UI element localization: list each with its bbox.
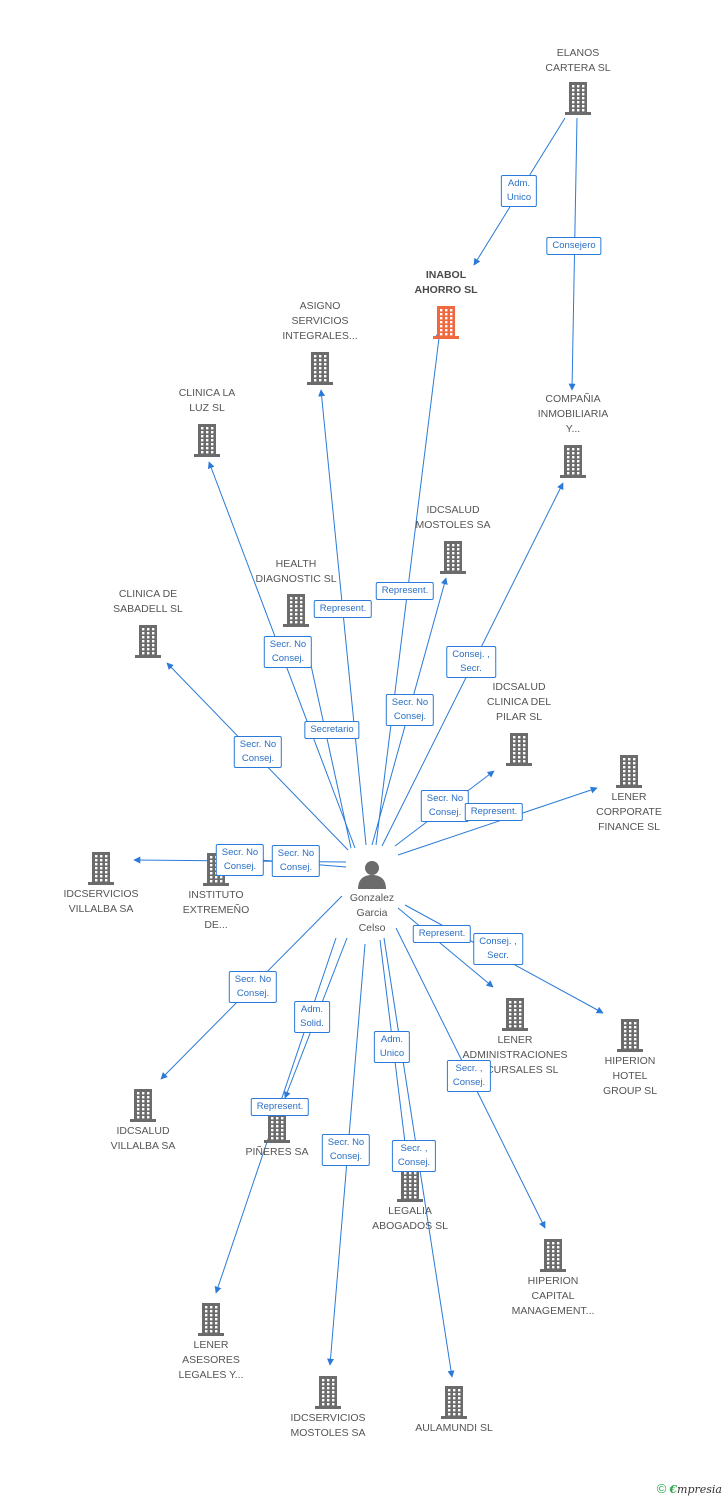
building-icon	[130, 1089, 156, 1122]
company-name: ASIGNO SERVICIOS INTEGRALES...	[282, 300, 358, 342]
building-icon	[565, 82, 591, 115]
relation-label-clinica-luz[interactable]: Secr. No Consej.	[263, 636, 313, 668]
relation-label-lener-corp[interactable]: Represent.	[464, 803, 524, 821]
person-icon	[358, 861, 386, 889]
building-icon	[502, 998, 528, 1031]
building-icon	[540, 1239, 566, 1272]
company-node-hiperion-hotel[interactable]: HIPERION HOTEL GROUP SL	[570, 1018, 690, 1099]
company-name: IDCSALUD VILLALBA SA	[110, 1125, 176, 1152]
company-name: HIPERION HOTEL GROUP SL	[602, 1055, 658, 1097]
relation-label-compania[interactable]: Consejero	[546, 237, 602, 255]
company-name: LEGALIA ABOGADOS SL	[372, 1205, 448, 1232]
relation-label-aulamundi[interactable]: Secr. , Consej.	[391, 1140, 437, 1172]
building-icon	[283, 594, 309, 627]
building-icon	[307, 352, 333, 385]
company-name: INABOL AHORRO SL	[414, 269, 478, 296]
company-node-lener-corp[interactable]: LENER CORPORATE FINANCE SL	[569, 754, 689, 835]
relation-label-inabol[interactable]: Represent.	[375, 582, 435, 600]
building-icon	[506, 733, 532, 766]
relation-label-hiperion-hotel[interactable]: Consej. , Secr.	[473, 933, 523, 965]
building-icon	[441, 1386, 467, 1419]
company-name: LENER ASESORES LEGALES Y...	[178, 1339, 244, 1381]
company-name: IDCSERVICIOS VILLALBA SA	[63, 888, 139, 915]
relation-label-hiperion-cap[interactable]: Secr. , Consej.	[446, 1060, 492, 1092]
relation-label-instituto[interactable]: Secr. No Consej.	[271, 845, 321, 877]
edge-person-to-lener-corp	[397, 786, 598, 856]
company-node-idcserv-villalba[interactable]: IDCSERVICIOS VILLALBA SA	[41, 851, 161, 917]
relation-label-health[interactable]: Represent.	[313, 600, 373, 618]
relation-label-pineres[interactable]: Adm. Solid.	[294, 1001, 330, 1033]
building-icon	[616, 755, 642, 788]
company-name: HEALTH DIAGNOSTIC SL	[255, 558, 337, 585]
person-name: Gonzalez Garcia Celso	[349, 892, 395, 934]
relation-label-idc-pilar[interactable]: Secr. No Consej.	[420, 790, 470, 822]
footer-brand[interactable]: ©€mpresia	[657, 1481, 722, 1496]
building-icon	[397, 1169, 423, 1202]
company-node-health[interactable]: HEALTH DIAGNOSTIC SL	[236, 557, 356, 627]
copyright-icon: ©	[656, 1481, 667, 1496]
company-name: CLINICA DE SABADELL SL	[113, 588, 183, 615]
building-icon	[315, 1376, 341, 1409]
relation-label-idcserv-villalba[interactable]: Secr. No Consej.	[215, 844, 265, 876]
company-node-idc-mostoles[interactable]: IDCSALUD MOSTOLES SA	[393, 503, 513, 574]
building-icon	[433, 306, 459, 339]
company-node-aulamundi[interactable]: AULAMUNDI SL	[394, 1385, 514, 1436]
building-icon	[135, 625, 161, 658]
building-icon	[440, 541, 466, 574]
building-icon	[88, 852, 114, 885]
company-node-legalia[interactable]: LEGALIA ABOGADOS SL	[350, 1168, 470, 1234]
company-node-clinica-sabadell[interactable]: CLINICA DE SABADELL SL	[88, 587, 208, 658]
company-name: COMPAÑIA INMOBILIARIA Y...	[537, 393, 609, 435]
company-node-idcserv-mostoles[interactable]: IDCSERVICIOS MOSTOLES SA	[268, 1375, 388, 1441]
company-node-inabol[interactable]: INABOL AHORRO SL	[386, 268, 506, 339]
relation-label-legalia[interactable]: Adm. Unico	[373, 1031, 411, 1063]
edge-person-to-health	[302, 637, 352, 849]
company-node-hiperion-cap[interactable]: HIPERION CAPITAL MANAGEMENT...	[493, 1238, 613, 1319]
relation-label-idc-villalba[interactable]: Secr. No Consej.	[228, 971, 278, 1003]
company-name: IDCSALUD MOSTOLES SA	[415, 504, 491, 531]
relation-label-lener-admin[interactable]: Represent.	[412, 925, 472, 943]
relation-label-inabol[interactable]: Adm. Unico	[500, 175, 538, 207]
building-icon	[194, 424, 220, 457]
company-name: HIPERION CAPITAL MANAGEMENT...	[511, 1275, 595, 1317]
person-node[interactable]: Gonzalez Garcia Celso	[322, 859, 422, 936]
relation-label-idcserv-mostoles[interactable]: Secr. No Consej.	[321, 1134, 371, 1166]
company-name: LENER CORPORATE FINANCE SL	[596, 791, 662, 833]
company-node-idc-villalba[interactable]: IDCSALUD VILLALBA SA	[83, 1088, 203, 1154]
company-node-clinica-luz[interactable]: CLINICA LA LUZ SL	[147, 386, 267, 457]
company-node-asigno[interactable]: ASIGNO SERVICIOS INTEGRALES...	[260, 299, 380, 385]
company-name: AULAMUNDI SL	[415, 1422, 493, 1434]
relation-label-asigno[interactable]: Secretario	[304, 721, 360, 739]
company-name: ELANOS CARTERA SL	[545, 47, 611, 74]
company-name: CLINICA LA LUZ SL	[178, 387, 236, 414]
relation-label-lener-asesores[interactable]: Represent.	[250, 1098, 310, 1116]
relation-label-compania[interactable]: Consej. , Secr.	[446, 646, 496, 678]
building-icon	[617, 1019, 643, 1052]
company-name: PIÑERES SA	[245, 1146, 309, 1158]
company-name: INSTITUTO EXTREMEÑO DE...	[182, 889, 250, 931]
company-name: IDCSERVICIOS MOSTOLES SA	[290, 1412, 366, 1439]
building-icon	[560, 445, 586, 478]
relation-label-clinica-sabadell[interactable]: Secr. No Consej.	[233, 736, 283, 768]
company-node-lener-asesores[interactable]: LENER ASESORES LEGALES Y...	[151, 1302, 271, 1383]
edge-person-to-lener-admin	[397, 907, 494, 988]
building-icon	[198, 1303, 224, 1336]
company-node-compania[interactable]: COMPAÑIA INMOBILIARIA Y...	[513, 392, 633, 478]
company-node-elanos[interactable]: ELANOS CARTERA SL	[518, 46, 638, 115]
company-name: IDCSALUD CLINICA DEL PILAR SL	[486, 681, 552, 723]
relation-label-idc-mostoles[interactable]: Secr. No Consej.	[385, 694, 435, 726]
brand-logo: €mpresia	[669, 1483, 722, 1496]
company-node-idc-pilar[interactable]: IDCSALUD CLINICA DEL PILAR SL	[459, 680, 579, 766]
